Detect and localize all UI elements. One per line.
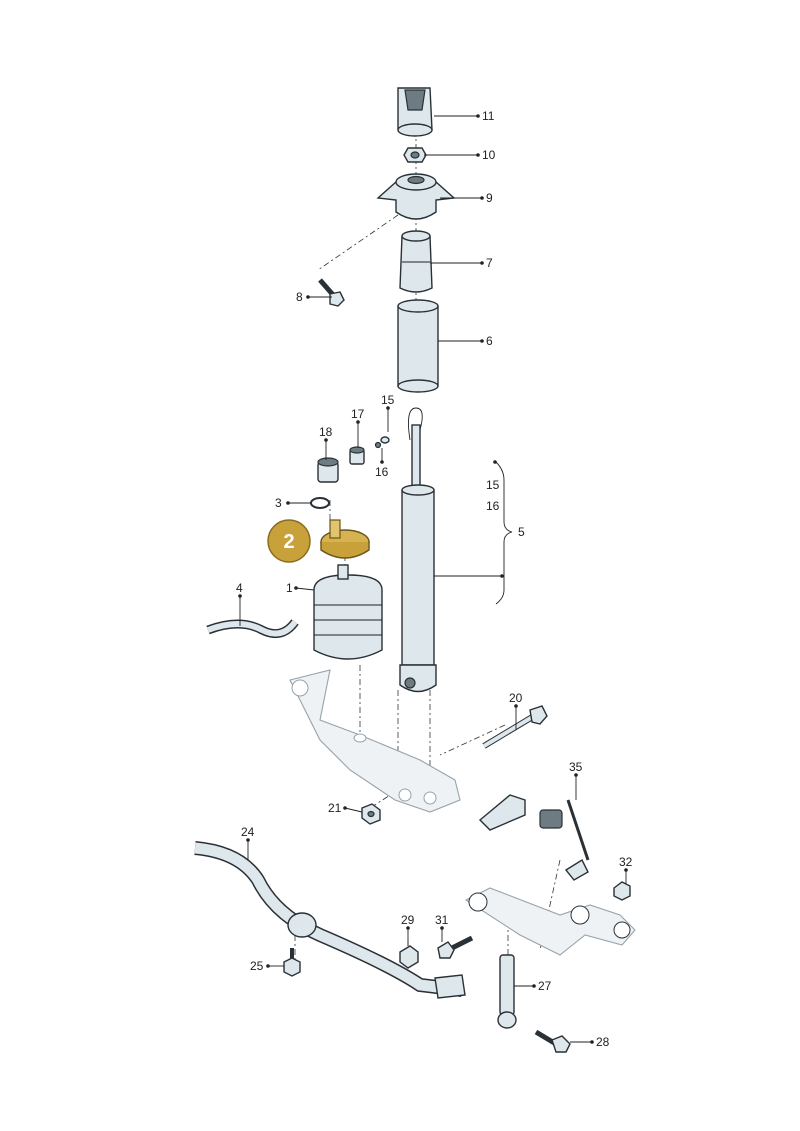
hex-bolt[interactable] xyxy=(437,935,474,959)
highlight-badge[interactable]: 2 xyxy=(267,519,311,563)
clip-and-ring[interactable] xyxy=(374,436,390,449)
callout-32: 32 xyxy=(619,855,633,869)
air-spring-cap[interactable] xyxy=(320,519,370,559)
callout-11: 11 xyxy=(482,109,495,123)
callout-31: 31 xyxy=(435,913,449,927)
coupling-link[interactable] xyxy=(497,954,517,1029)
lock-nut[interactable] xyxy=(361,803,381,825)
stabilizer-bar[interactable] xyxy=(194,841,466,999)
small-nut[interactable] xyxy=(613,881,631,901)
callout-16: 16 xyxy=(375,465,389,479)
clamp-bolt[interactable] xyxy=(283,948,301,977)
valve-body[interactable] xyxy=(317,457,339,483)
air-hose[interactable] xyxy=(206,619,299,639)
callout-9: 9 xyxy=(486,191,493,205)
callout-20: 20 xyxy=(509,691,523,705)
valve[interactable] xyxy=(349,446,365,465)
callout-35: 35 xyxy=(569,760,583,774)
callout-6: 6 xyxy=(486,334,493,348)
callout-5: 5 xyxy=(518,525,525,539)
callout-7: 7 xyxy=(486,256,493,270)
bolt[interactable] xyxy=(318,278,345,307)
top-mount-cap[interactable] xyxy=(397,87,433,137)
callout-1: 1 xyxy=(286,581,293,595)
air-spring[interactable] xyxy=(313,564,383,660)
callout-15-legend: 15 xyxy=(486,478,500,492)
callout-25: 25 xyxy=(250,959,264,973)
callout-17: 17 xyxy=(351,407,365,421)
callout-15: 15 xyxy=(381,393,395,407)
callout-10: 10 xyxy=(482,148,496,162)
callout-21: 21 xyxy=(328,801,342,815)
bump-stop[interactable] xyxy=(399,230,433,293)
callout-3: 3 xyxy=(275,496,282,510)
callout-27: 27 xyxy=(538,979,552,993)
shock-absorber[interactable] xyxy=(399,407,437,693)
long-bolt[interactable] xyxy=(482,705,548,749)
callout-18: 18 xyxy=(319,425,333,439)
o-ring[interactable] xyxy=(310,497,330,509)
callout-28: 28 xyxy=(596,1035,610,1049)
callout-labels: 11 10 9 7 8 6 15 17 18 16 15 16 5 3 1 4 … xyxy=(236,109,633,1049)
callout-24: 24 xyxy=(241,825,255,839)
group-brace xyxy=(495,461,513,605)
highlight-badge-circle xyxy=(267,519,311,563)
strut-mount[interactable] xyxy=(376,173,456,220)
protective-tube[interactable] xyxy=(397,299,439,393)
callout-16-legend: 16 xyxy=(486,499,500,513)
leader-lines xyxy=(238,114,628,1044)
upper-link-arm[interactable] xyxy=(464,887,636,956)
callout-29: 29 xyxy=(401,913,415,927)
highlight-badge-label: 2 xyxy=(283,531,294,553)
level-sensor[interactable] xyxy=(478,794,590,881)
callout-4: 4 xyxy=(236,581,243,595)
nut[interactable] xyxy=(403,147,427,163)
lower-control-arm[interactable] xyxy=(289,669,461,813)
flange-nut[interactable] xyxy=(399,945,419,969)
callout-8: 8 xyxy=(296,290,303,304)
link-bolt[interactable] xyxy=(534,1029,571,1053)
